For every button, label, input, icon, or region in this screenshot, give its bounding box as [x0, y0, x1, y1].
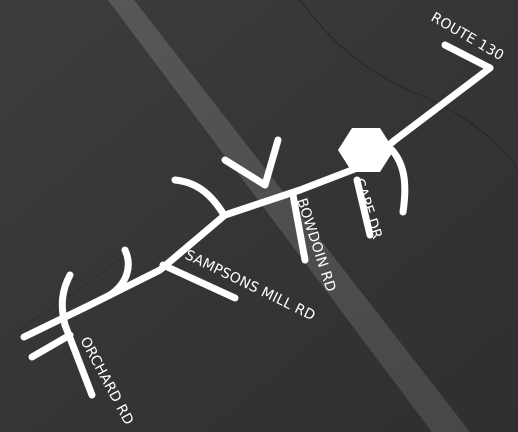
asphalt-crack [19, 249, 131, 331]
cape-dr-road [353, 176, 374, 239]
bowdoin-rd-road [289, 191, 309, 264]
orchard-rd-spur [28, 331, 74, 361]
side-road-north [221, 136, 282, 189]
orchard-rd-road [58, 271, 96, 399]
side-road-east [388, 146, 409, 216]
route-130-spur [441, 41, 494, 72]
asphalt-crack [299, 0, 518, 171]
side-road-west [106, 246, 132, 299]
side-road-north-west [171, 176, 228, 219]
hexagon-icon [338, 128, 394, 172]
sampsons-mill-rd-road [159, 261, 239, 302]
asphalt-stripe [108, 0, 470, 432]
